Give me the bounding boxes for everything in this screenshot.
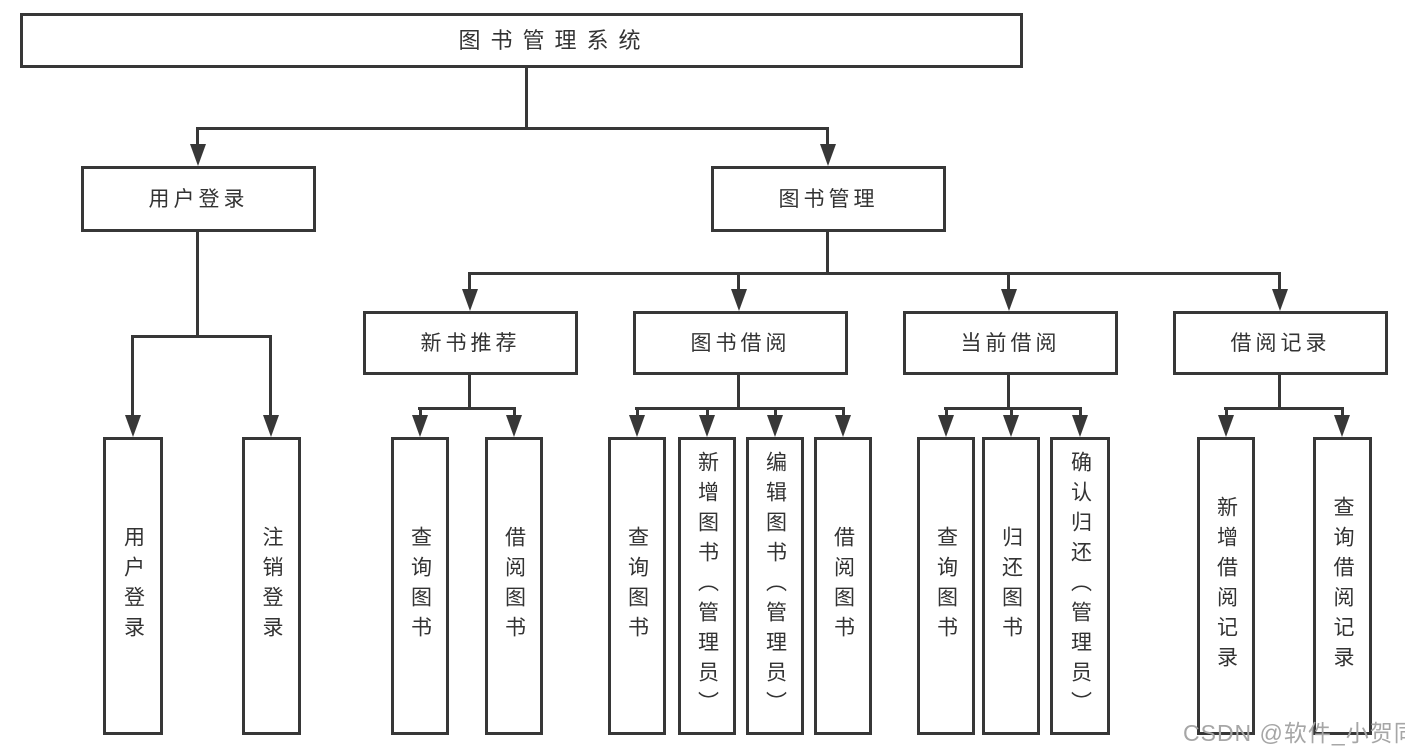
connector-line	[513, 407, 516, 417]
connector-line	[418, 407, 516, 410]
connector-line	[196, 127, 199, 147]
node-label: 新增图书（管理员）	[695, 451, 719, 721]
leaf-borrow-books: 借阅图书	[814, 437, 872, 735]
node-label: 图书借阅	[690, 331, 791, 355]
arrowhead-down-icon	[263, 415, 279, 437]
leaf-logout: 注销登录	[242, 437, 301, 735]
arrowhead-down-icon	[820, 144, 836, 166]
connector-line	[468, 272, 471, 292]
arrowhead-down-icon	[938, 415, 954, 437]
node-label: 查询图书	[625, 526, 649, 646]
node-book-management: 图书管理	[711, 166, 946, 232]
arrowhead-down-icon	[506, 415, 522, 437]
node-label: 编辑图书（管理员）	[763, 451, 787, 721]
leaf-return-books: 归还图书	[982, 437, 1040, 735]
connector-line	[1224, 407, 1344, 410]
connector-line	[196, 127, 829, 130]
arrowhead-down-icon	[462, 289, 478, 311]
node-label: 查询借阅记录	[1331, 496, 1354, 676]
arrowhead-down-icon	[1218, 415, 1234, 437]
connector-line	[1278, 375, 1281, 410]
arrowhead-down-icon	[190, 144, 206, 166]
csdn-watermark: CSDN @软件_小贺同学	[1183, 720, 1405, 746]
leaf-borrow-books-recommend: 借阅图书	[485, 437, 543, 735]
connector-line	[737, 375, 740, 410]
connector-line	[468, 272, 1281, 275]
arrowhead-down-icon	[1003, 415, 1019, 437]
arrowhead-down-icon	[767, 415, 783, 437]
node-label: 图书管理系统	[458, 27, 651, 53]
leaf-query-books-current: 查询图书	[917, 437, 975, 735]
connector-line	[1079, 407, 1082, 417]
node-label: 图书管理	[778, 187, 879, 211]
connector-line	[468, 375, 471, 410]
leaf-query-books-borrow: 查询图书	[608, 437, 666, 735]
leaf-query-books-recommend: 查询图书	[391, 437, 449, 735]
node-label: 确认归还（管理员）	[1068, 451, 1092, 721]
leaf-edit-books-admin: 编辑图书（管理员）	[746, 437, 804, 735]
arrowhead-down-icon	[1001, 289, 1017, 311]
node-label: 新书推荐	[420, 331, 521, 355]
connector-line	[826, 127, 829, 147]
connector-line	[945, 407, 948, 417]
connector-line	[419, 407, 422, 417]
connector-line	[944, 407, 1082, 410]
connector-line	[826, 232, 829, 275]
connector-line	[842, 407, 845, 417]
connector-line	[1341, 407, 1344, 417]
node-label: 用户登录	[121, 526, 145, 646]
connector-line	[737, 272, 740, 292]
leaf-query-borrow-record: 查询借阅记录	[1313, 437, 1372, 735]
node-label: 借阅图书	[502, 526, 526, 646]
leaf-add-books-admin: 新增图书（管理员）	[678, 437, 736, 735]
node-user-login: 用户登录	[81, 166, 316, 232]
arrowhead-down-icon	[699, 415, 715, 437]
node-label: 查询图书	[408, 526, 432, 646]
connector-line	[525, 68, 528, 130]
node-book-borrow: 图书借阅	[633, 311, 848, 375]
node-label: 新增借阅记录	[1214, 496, 1238, 676]
connector-line	[1010, 407, 1013, 417]
connector-line	[706, 407, 709, 417]
leaf-add-borrow-record: 新增借阅记录	[1197, 437, 1255, 735]
node-label: 借阅记录	[1230, 331, 1331, 355]
node-label: 当前借阅	[960, 331, 1061, 355]
arrowhead-down-icon	[835, 415, 851, 437]
connector-line	[1007, 272, 1010, 292]
leaf-confirm-return-admin: 确认归还（管理员）	[1050, 437, 1110, 735]
node-label: 归还图书	[999, 526, 1023, 646]
node-current-borrow: 当前借阅	[903, 311, 1118, 375]
node-new-book-recommend: 新书推荐	[363, 311, 578, 375]
node-label: 借阅图书	[831, 526, 855, 646]
connector-line	[196, 232, 199, 338]
node-label: 用户登录	[148, 187, 249, 211]
arrowhead-down-icon	[629, 415, 645, 437]
connector-line	[774, 407, 777, 417]
connector-line	[131, 335, 272, 338]
leaf-user-login: 用户登录	[103, 437, 163, 735]
arrowhead-down-icon	[1334, 415, 1350, 437]
arrowhead-down-icon	[1272, 289, 1288, 311]
node-borrow-records: 借阅记录	[1173, 311, 1388, 375]
connector-line	[1225, 407, 1228, 417]
connector-line	[131, 335, 134, 417]
connector-line	[1278, 272, 1281, 292]
arrowhead-down-icon	[125, 415, 141, 437]
connector-line	[1007, 375, 1010, 410]
node-label: 注销登录	[260, 526, 283, 646]
arrowhead-down-icon	[1072, 415, 1088, 437]
arrowhead-down-icon	[731, 289, 747, 311]
arrowhead-down-icon	[412, 415, 428, 437]
connector-line	[636, 407, 639, 417]
node-library-management-system: 图书管理系统	[20, 13, 1023, 68]
connector-line	[269, 335, 272, 417]
node-label: 查询图书	[934, 526, 958, 646]
connector-line	[635, 407, 845, 410]
